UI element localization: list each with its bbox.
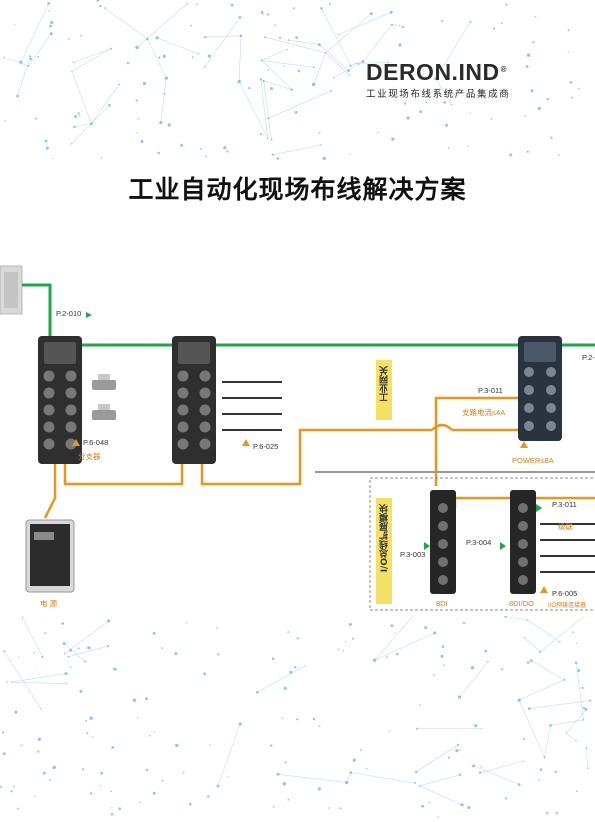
- ref-splitter: P.6-048: [83, 438, 109, 447]
- ref-top-cable: P.2-010: [56, 309, 82, 318]
- brand-logo: DERON.IND® 工业现场布线系统产品集成商: [366, 60, 556, 100]
- power-cable: [43, 396, 595, 519]
- label-cascade: 级联: [558, 522, 573, 531]
- io-module-8di-do: [510, 490, 536, 594]
- label-branch-current: 支路电流≤4A: [462, 408, 506, 417]
- network-cable: [22, 283, 595, 347]
- gateway-module: [518, 336, 562, 441]
- bus-module-box: I/O总线扩展模块: [376, 498, 392, 604]
- page-title: 工业自动化现场布线解决方案: [128, 175, 467, 204]
- ref-io-connector: P.6-005: [552, 589, 578, 598]
- label-module-2: 8DI/DO: [509, 599, 535, 608]
- ref-cable-set: P.6-025: [253, 442, 279, 451]
- cable-set: [222, 381, 282, 431]
- power-supply-unit: [25, 519, 75, 593]
- brand-tagline: 工业现场布线系统产品集成商: [366, 89, 511, 100]
- label-power-rating: POWER≤8A: [512, 456, 554, 465]
- din-rail: [0, 265, 23, 315]
- io-module-8di: [430, 490, 456, 594]
- y-connectors: [92, 374, 116, 420]
- gateway-box: 工业网关: [376, 360, 392, 420]
- brand-name: DERON.IND: [366, 59, 500, 85]
- ref-io-module-3: P.3-011: [552, 500, 577, 509]
- ref-gateway-feed: P.3-011: [478, 386, 503, 395]
- ref-gateway-top: P.2-: [582, 353, 595, 362]
- wiring-diagram: P.2-010 P.6-048 分支器 P.6-025 电 源 P.3-011 …: [0, 258, 595, 616]
- ref-io-module-1: P.3-003: [400, 550, 426, 559]
- label-splitter: 分支器: [78, 452, 101, 461]
- splitter-module-1: [38, 336, 82, 464]
- io-connectors: [540, 523, 595, 573]
- label-io-connector: I/O预铸连接器: [548, 603, 587, 609]
- splitter-module-2: [172, 336, 216, 464]
- registered-mark: ®: [500, 65, 507, 74]
- ref-io-module-2: P.3-004: [466, 538, 492, 547]
- label-module-1: 8DI: [436, 599, 448, 608]
- diagram-drawing: [0, 265, 595, 611]
- label-power-supply: 电 源: [40, 599, 58, 608]
